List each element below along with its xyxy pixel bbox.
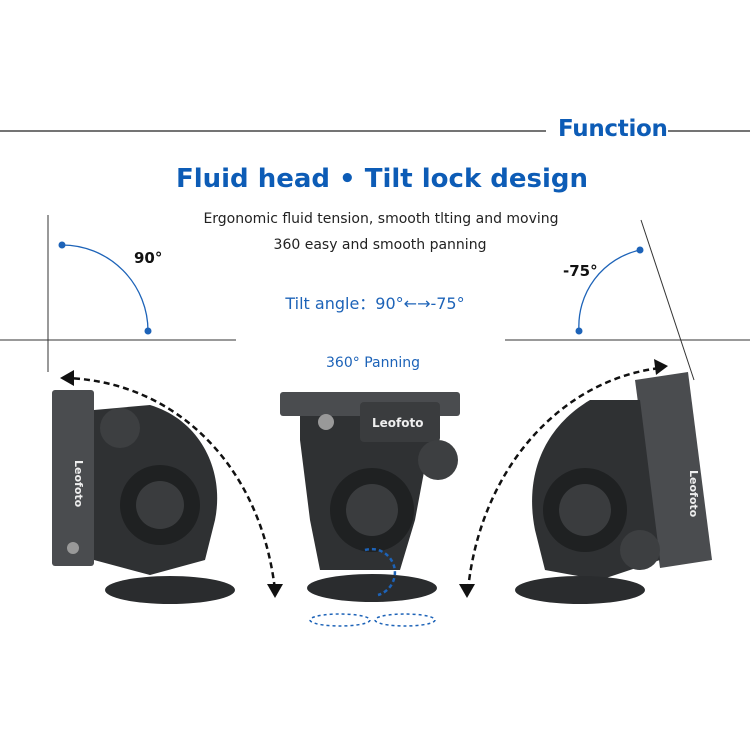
brand-logo: Leofoto (687, 470, 700, 518)
arrow-head-icon (459, 584, 475, 598)
fluid-head-tilted-90: Leofoto (52, 390, 235, 604)
panning-label: 360° Panning (326, 355, 420, 371)
brand-logo: Leofoto (72, 460, 85, 508)
left-angle-label: 90° (134, 249, 163, 267)
arrow-head-icon (60, 370, 74, 386)
tilt-arc-left (63, 376, 277, 591)
right-angle-label: -75° (563, 262, 598, 280)
left-angle-diagram (0, 215, 236, 372)
description-line-2: 360 easy and smooth panning (273, 237, 487, 253)
headline: Fluid head • Tilt lock design (175, 164, 589, 194)
description-line-1: Ergonomic fluid tension, smooth tlting a… (203, 211, 559, 227)
right-angle-diagram (505, 219, 750, 381)
section-title: Function (558, 116, 668, 142)
tilt-angle-label: Tilt angle：90°←→-75° (285, 294, 465, 313)
fluid-head-level: Leofoto (280, 392, 460, 627)
arrow-head-icon (267, 584, 283, 598)
brand-logo: Leofoto (372, 416, 423, 430)
arrow-head-icon (654, 359, 668, 375)
fluid-head-tilted-minus-75: Leofoto (515, 372, 712, 604)
